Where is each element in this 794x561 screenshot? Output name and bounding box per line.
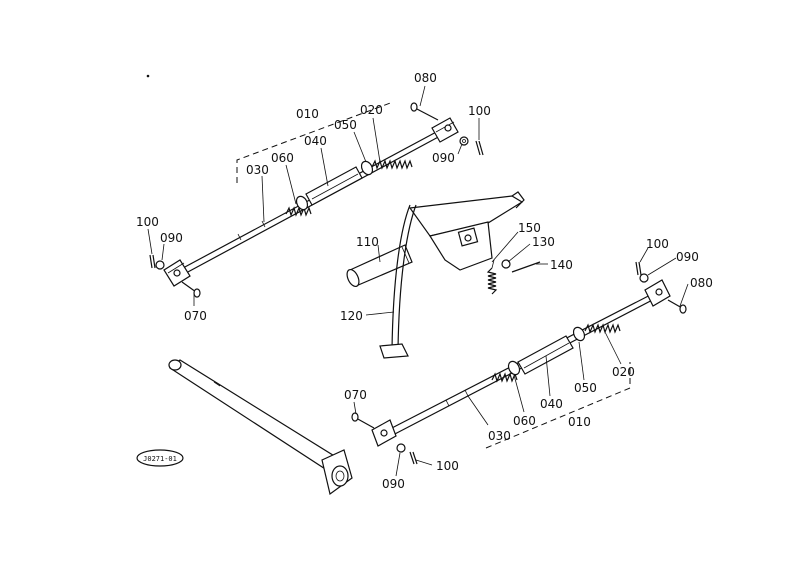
callout-100-lower-right: 100 [646, 237, 669, 251]
callout-070-upper: 070 [184, 309, 207, 323]
callout-050-lower: 050 [574, 381, 597, 395]
center-bracket-assembly [346, 191, 541, 359]
callout-010-lower: 010 [568, 415, 591, 429]
callout-030-lower: 030 [488, 429, 511, 443]
upper-spring-right [371, 159, 413, 170]
callout-060-lower: 060 [513, 414, 536, 428]
drawing-code-label: J0271-01 [143, 455, 177, 463]
upper-rod-assembly [149, 101, 484, 298]
callout-040-lower: 040 [540, 397, 563, 411]
callout-020-lower: 020 [612, 365, 635, 379]
upper-spring-left [285, 206, 312, 217]
callout-120: 120 [340, 309, 363, 323]
callout-090-upper-left: 090 [160, 231, 183, 245]
leader-lines [147, 85, 689, 477]
callout-130: 130 [532, 235, 555, 249]
callout-labels: 010 020 030 040 050 060 070 080 090 090 … [136, 71, 713, 491]
callout-090-lower-left: 090 [382, 477, 405, 491]
callout-090-upper-right: 090 [432, 151, 455, 165]
callout-100-lower-left: 100 [436, 459, 459, 473]
callout-150: 150 [518, 221, 541, 235]
callout-030-upper: 030 [246, 163, 269, 177]
callout-080-upper: 080 [414, 71, 437, 85]
callout-080-lower: 080 [690, 276, 713, 290]
drawing-code-stamp: J0271-01 [136, 449, 184, 467]
callout-140: 140 [550, 258, 573, 272]
callout-090-lower-right: 090 [676, 250, 699, 264]
lower-rod-assembly [351, 261, 687, 465]
lower-cross-shaft [168, 359, 353, 496]
callout-010-upper: 010 [296, 107, 319, 121]
callout-060-upper: 060 [271, 151, 294, 165]
callout-050-upper: 050 [334, 118, 357, 132]
callout-100-upper-left: 100 [136, 215, 159, 229]
stray-dot [146, 74, 150, 78]
callout-110: 110 [356, 235, 379, 249]
callout-020-upper: 020 [360, 103, 383, 117]
callout-040-upper: 040 [304, 134, 327, 148]
callout-070-lower: 070 [344, 388, 367, 402]
callout-100-upper-right: 100 [468, 104, 491, 118]
